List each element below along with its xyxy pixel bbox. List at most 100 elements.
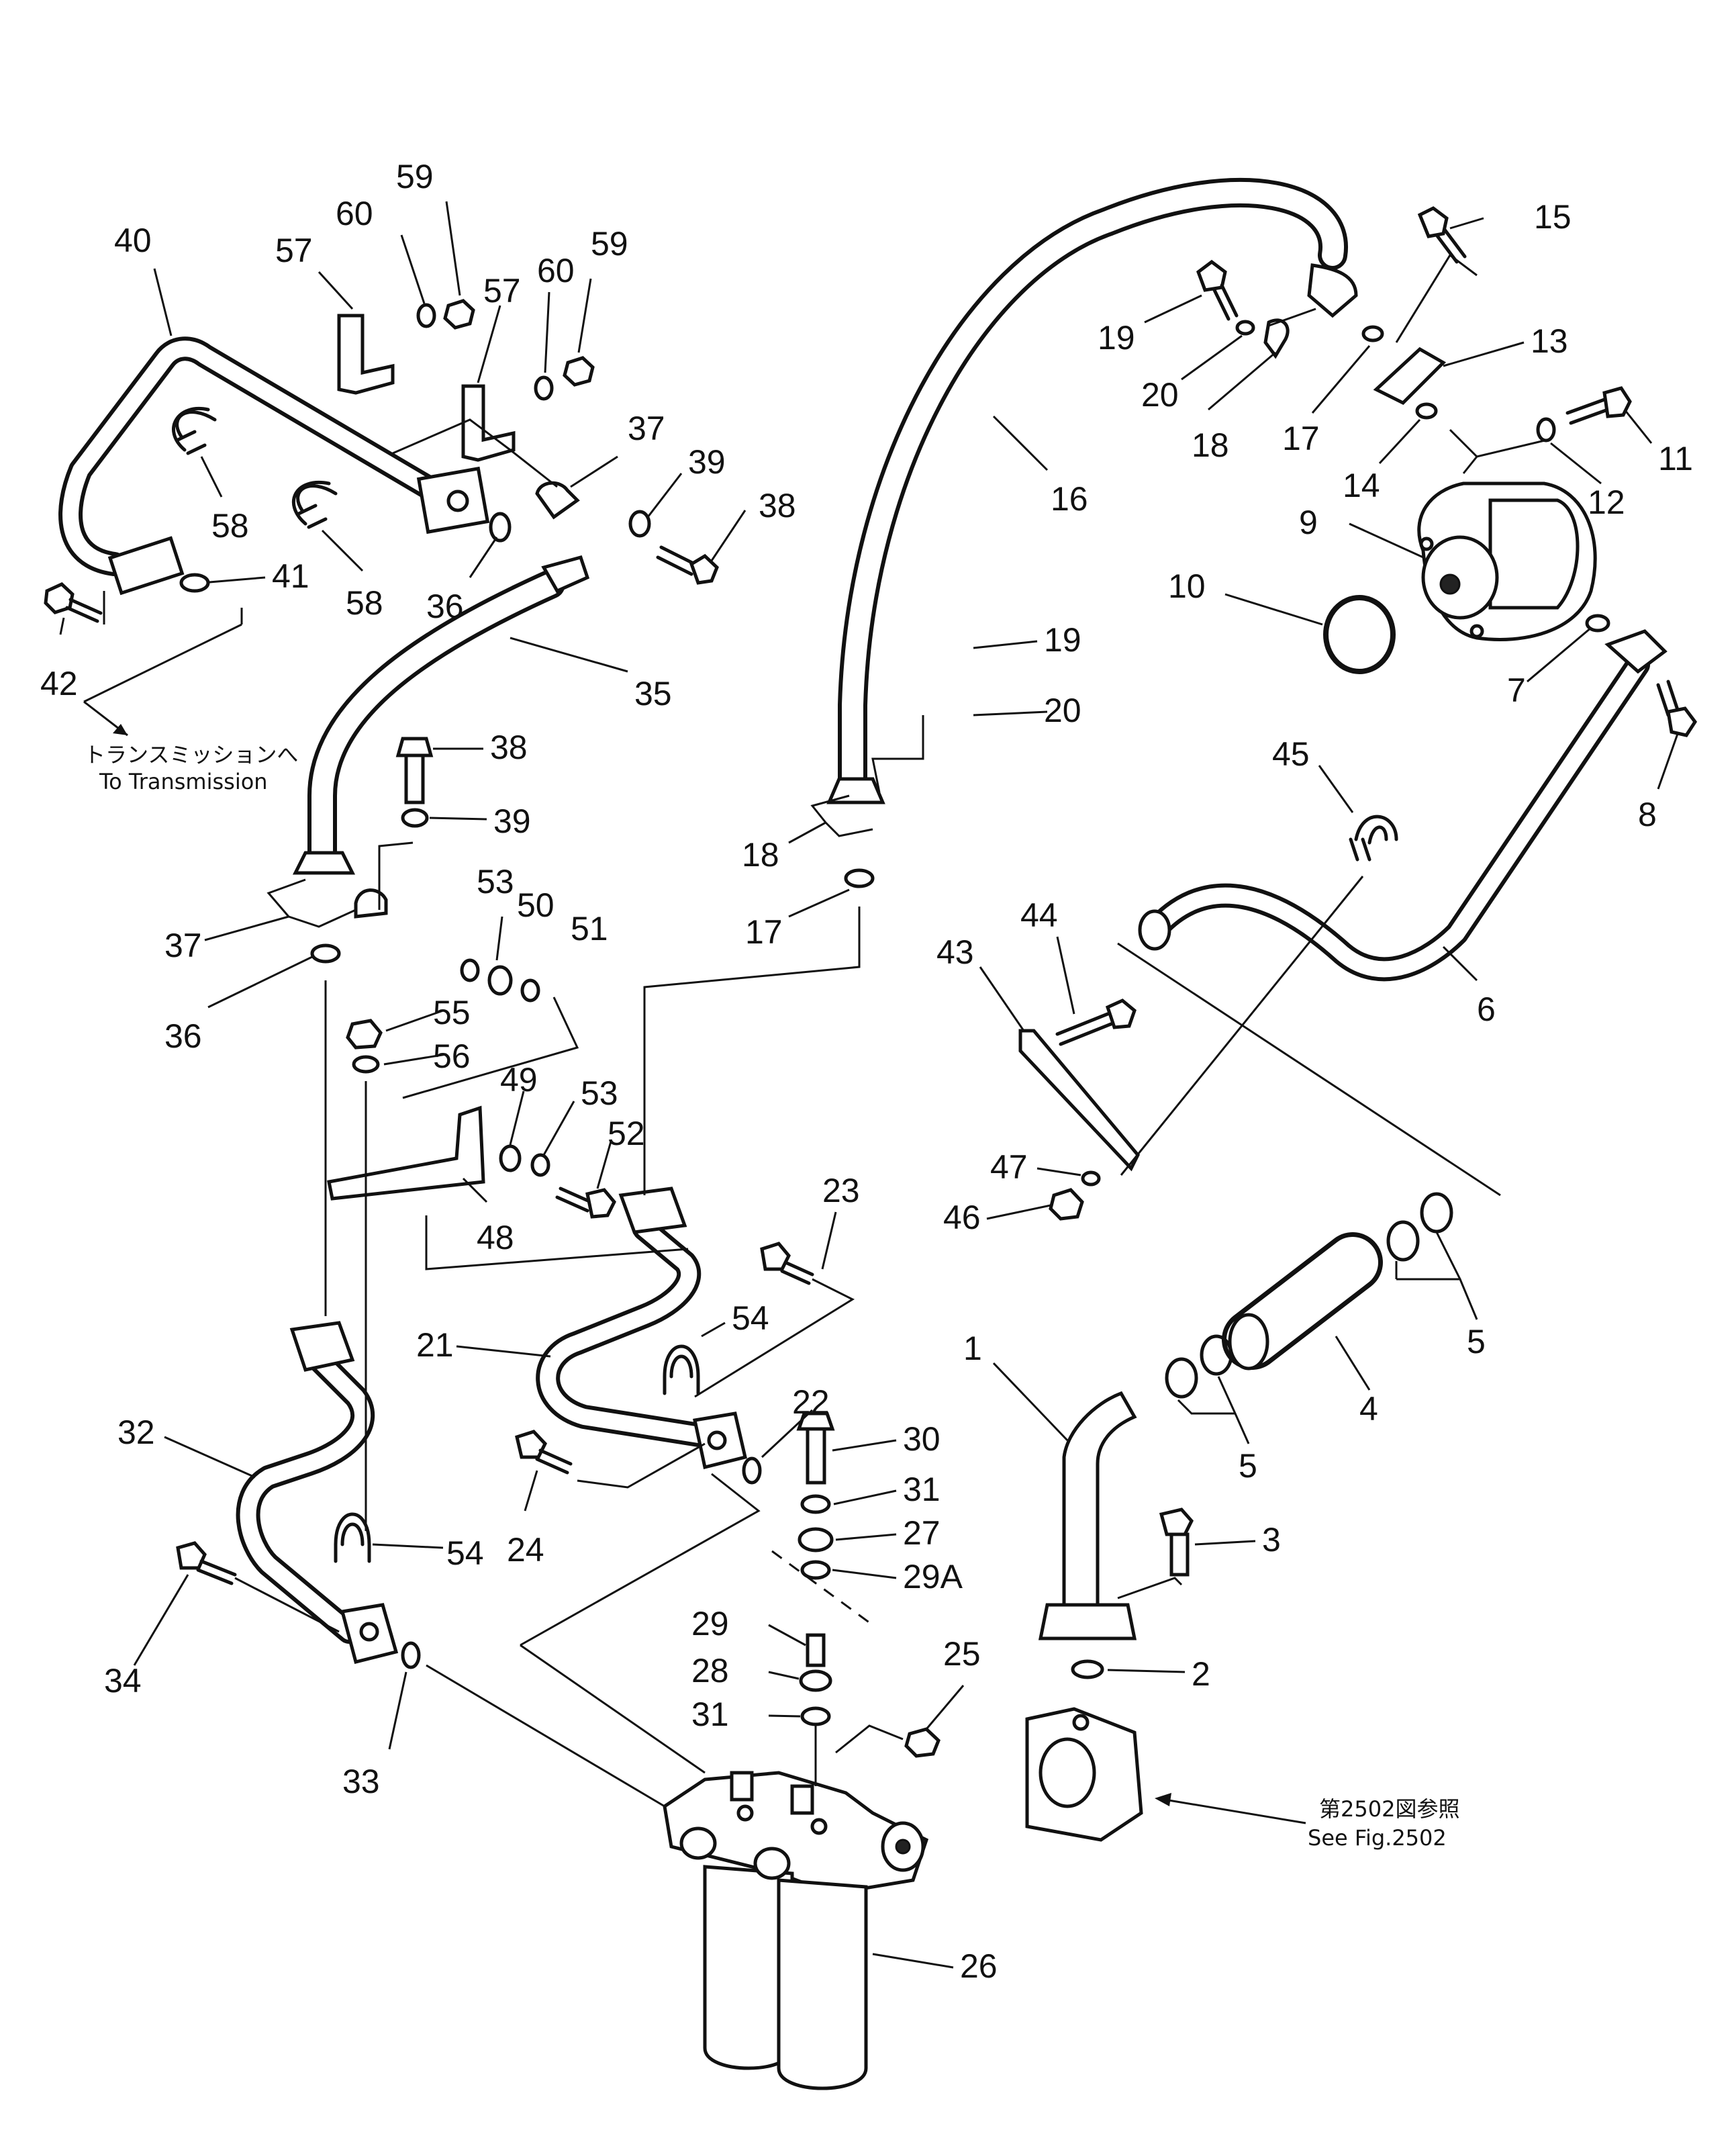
- bracket-part-57: [337, 314, 516, 462]
- washer-part-12: [1536, 417, 1556, 443]
- tube-part-40: [58, 336, 490, 596]
- callout-3: 3: [1262, 1521, 1281, 1559]
- callout-18: 18: [742, 836, 779, 874]
- callout-23: 23: [822, 1172, 860, 1209]
- callout-50: 50: [517, 886, 554, 924]
- callout-17: 17: [1282, 420, 1320, 457]
- note-transmission-jp: トランスミッションへ: [84, 742, 298, 768]
- u-bolt-part-45: [1349, 815, 1398, 862]
- callout-29A: 29A: [903, 1558, 963, 1595]
- callout-46: 46: [943, 1199, 981, 1236]
- callout-41: 41: [272, 557, 309, 595]
- bolt-part-23: [760, 1242, 814, 1285]
- callout-14: 14: [1343, 467, 1380, 504]
- bolt-part-15: [1417, 206, 1467, 264]
- callout-16: 16: [1051, 480, 1088, 518]
- o-ring-part-22: [742, 1456, 762, 1485]
- callout-38: 38: [759, 487, 796, 524]
- callout-47: 47: [990, 1148, 1028, 1186]
- callout-20: 20: [1044, 692, 1081, 729]
- flange-part-13: [1373, 346, 1447, 406]
- washer-part-31: [800, 1494, 831, 1514]
- callout-21: 21: [416, 1326, 454, 1364]
- reference-notes: トランスミッションへ To Transmission 第2502図参照 See …: [84, 742, 1459, 1851]
- callout-31: 31: [691, 1696, 729, 1733]
- housing-see-fig-2502: [1025, 1707, 1143, 1842]
- callout-53: 53: [477, 863, 514, 900]
- flange-part-18: [1263, 318, 1290, 359]
- callout-labels: 1 2 3 4 5 5 6 7 8 9 10 11 12 13 14 15 16…: [40, 158, 1693, 1985]
- bolt-part-38: [656, 545, 719, 585]
- callout-30: 30: [903, 1420, 941, 1458]
- flange-part-37-lower: [354, 888, 388, 919]
- callout-37: 37: [164, 927, 202, 964]
- note-see-fig-en: See Fig.2502: [1308, 1825, 1447, 1851]
- callout-19: 19: [1098, 319, 1135, 357]
- o-ring-part-33: [401, 1641, 421, 1669]
- u-bolt-part-58: [172, 407, 338, 529]
- bracket-part-48: [327, 1105, 485, 1201]
- leader-lines: [59, 201, 1680, 1969]
- nut-part-46: [1049, 1188, 1084, 1221]
- hose-part-16: [826, 177, 1358, 804]
- bolt-part-38-lower: [395, 737, 434, 804]
- o-ring-part-17: [1361, 325, 1384, 342]
- tube-part-21: [536, 1187, 747, 1470]
- washer-part-39-lower: [401, 808, 429, 828]
- callout-24: 24: [507, 1531, 544, 1569]
- callout-37: 37: [628, 410, 665, 447]
- washer-part-28: [799, 1669, 832, 1692]
- nut-washer-parts: [416, 299, 595, 401]
- o-ring-part-14: [1415, 402, 1438, 420]
- o-ring-part-36: [489, 512, 512, 543]
- callout-58: 58: [211, 507, 249, 545]
- bolt-part-44: [1055, 999, 1137, 1046]
- bolt-part-19: [1196, 259, 1239, 321]
- callout-40: 40: [114, 222, 152, 259]
- bolt-part-11: [1565, 386, 1632, 425]
- callout-39: 39: [688, 443, 726, 481]
- callout-59: 59: [591, 225, 628, 263]
- callout-32: 32: [117, 1413, 155, 1451]
- o-ring-part-17-lower: [844, 868, 875, 888]
- tube-part-6: [1138, 629, 1668, 982]
- callout-5: 5: [1467, 1323, 1486, 1360]
- o-ring-part-36-lower: [310, 943, 341, 964]
- callout-60: 60: [537, 252, 575, 289]
- callout-55: 55: [433, 994, 471, 1031]
- callout-10: 10: [1168, 567, 1206, 605]
- callout-60: 60: [336, 195, 373, 232]
- hose-part-4: [1222, 1232, 1383, 1371]
- o-ring-part-2: [1071, 1659, 1104, 1679]
- callout-26: 26: [960, 1947, 998, 1985]
- callout-51: 51: [571, 910, 608, 947]
- callout-15: 15: [1534, 198, 1572, 236]
- callout-52: 52: [608, 1115, 645, 1152]
- callout-31: 31: [903, 1471, 941, 1508]
- seal-part-27: [798, 1527, 834, 1552]
- callout-36: 36: [164, 1017, 202, 1055]
- callout-13: 13: [1531, 322, 1568, 360]
- note-transmission-en: To Transmission: [99, 769, 268, 794]
- callout-12: 12: [1588, 483, 1625, 521]
- callout-20: 20: [1141, 376, 1179, 414]
- tube-part-32: [236, 1321, 399, 1665]
- callout-25: 25: [943, 1635, 981, 1673]
- callout-9: 9: [1299, 504, 1318, 541]
- callout-17: 17: [745, 913, 783, 951]
- callout-42: 42: [40, 665, 78, 702]
- callout-54: 54: [732, 1299, 769, 1337]
- clamp-part-5: [1165, 1192, 1453, 1399]
- callout-58: 58: [346, 584, 383, 622]
- callout-57: 57: [483, 272, 521, 310]
- callout-54: 54: [446, 1534, 484, 1572]
- callout-35: 35: [634, 675, 672, 712]
- callout-36: 36: [426, 588, 464, 625]
- note-see-fig-jp: 第2502図参照: [1319, 1796, 1459, 1822]
- callout-53: 53: [581, 1074, 618, 1112]
- callout-4: 4: [1359, 1390, 1378, 1428]
- bolt-part-24: [515, 1430, 573, 1475]
- washer-part-47: [1081, 1170, 1101, 1187]
- pin-part-29: [806, 1633, 826, 1667]
- washer-part-29A: [800, 1560, 831, 1580]
